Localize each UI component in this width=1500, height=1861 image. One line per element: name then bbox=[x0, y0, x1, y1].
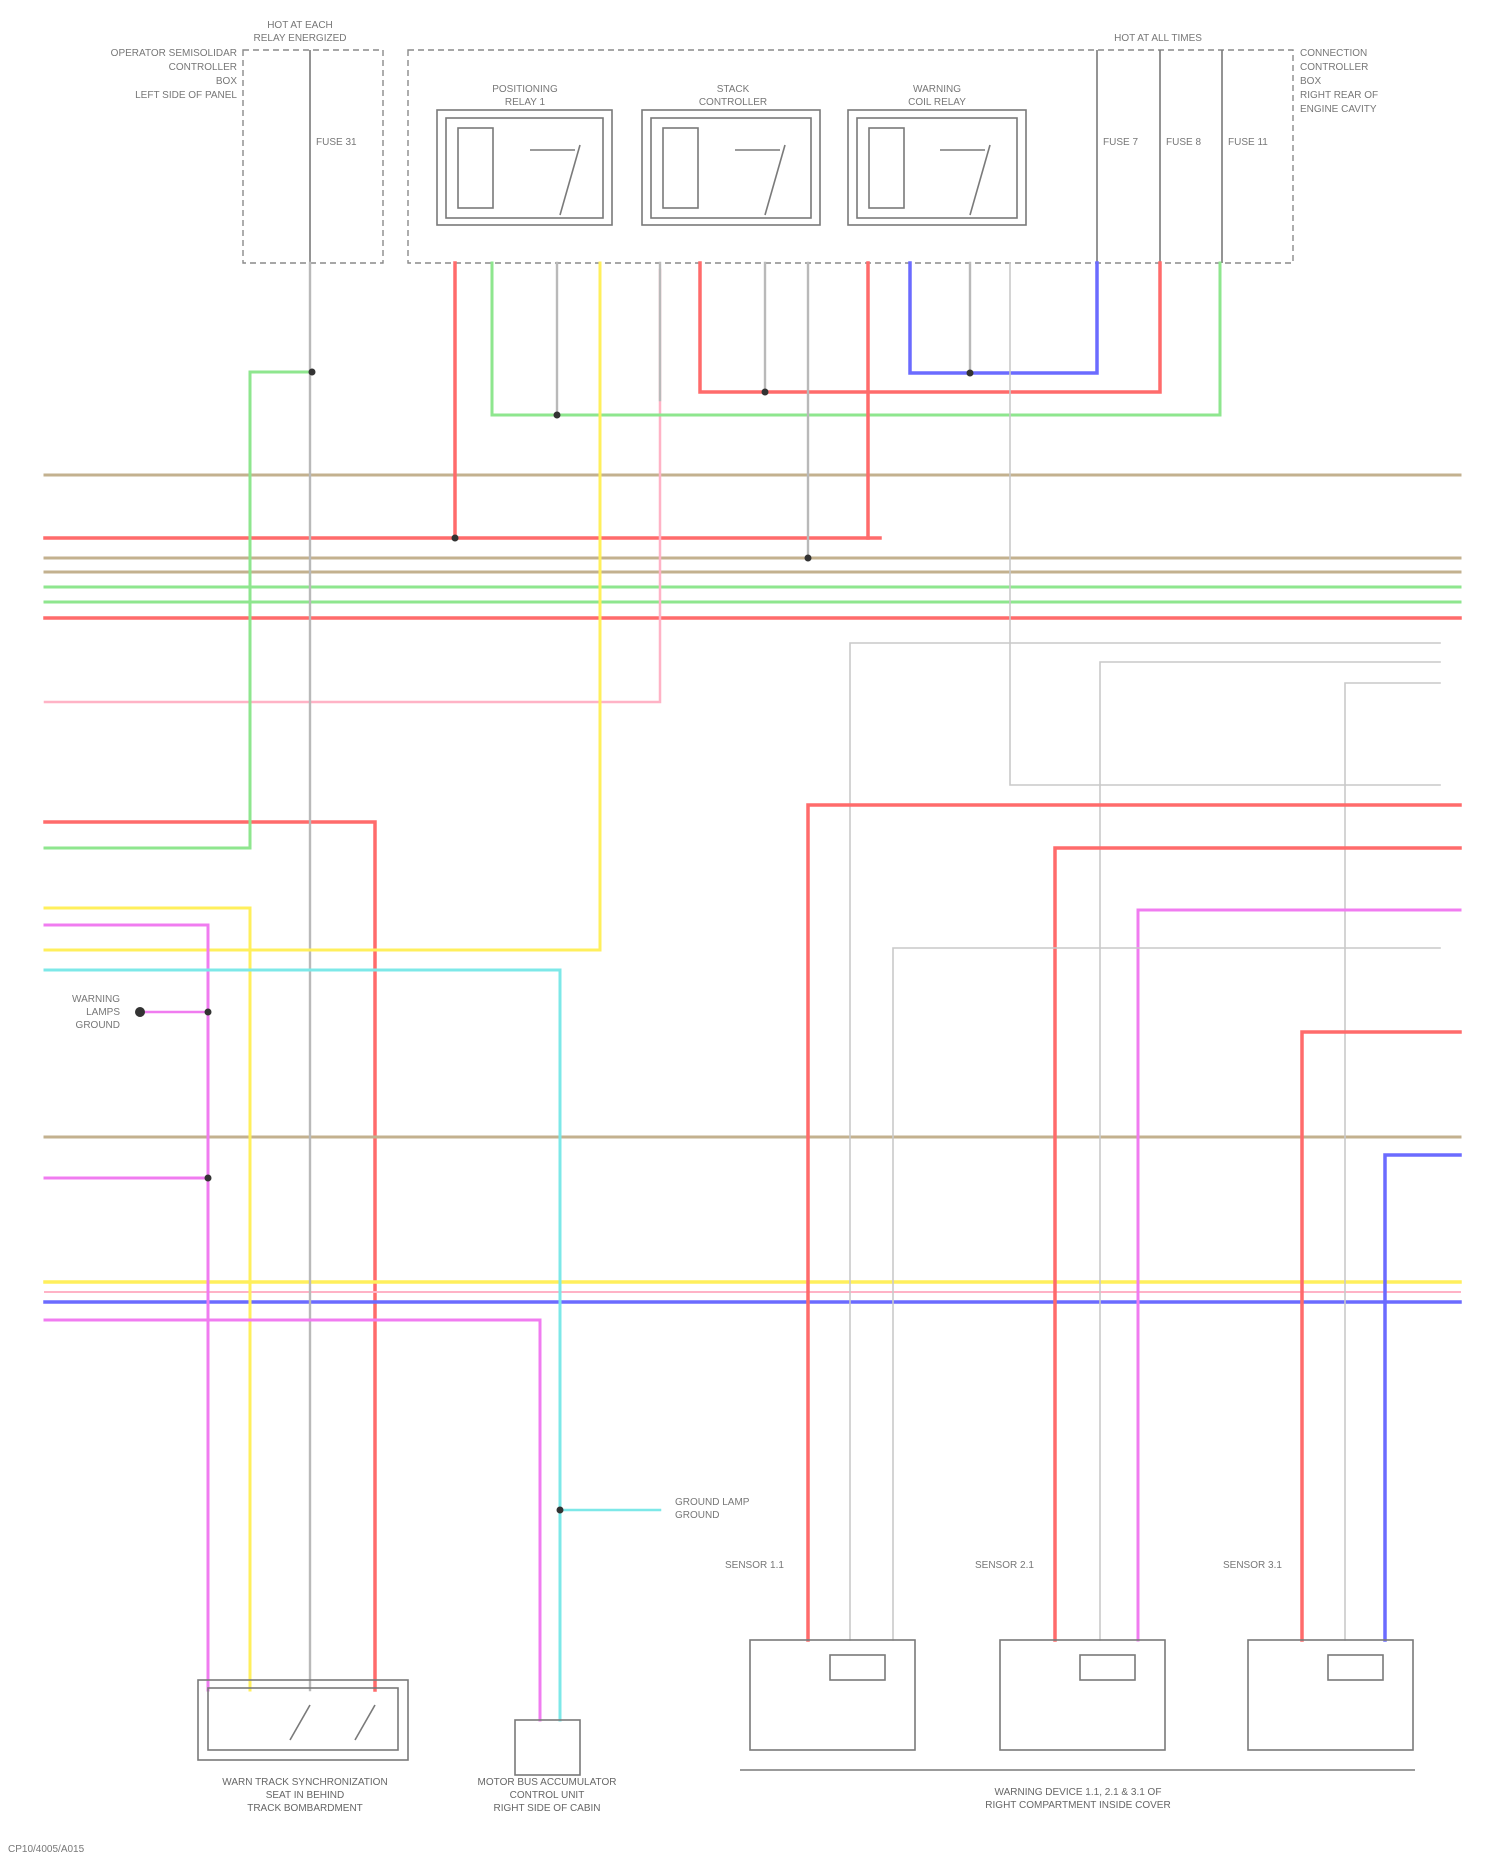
ground-labels: WARNING LAMPS GROUND GROUND LAMP GROUND bbox=[72, 994, 750, 1521]
fuse-label-1: FUSE 31 bbox=[316, 137, 357, 148]
left-module-label-1: OPERATOR SEMISOLIDAR bbox=[111, 48, 237, 59]
relay-1-label-1: POSITIONING bbox=[492, 84, 558, 95]
left-module-label-4: LEFT SIDE OF PANEL bbox=[135, 90, 237, 101]
fuse-block-right-label: HOT AT ALL TIMES bbox=[1114, 33, 1202, 44]
right-feeds bbox=[808, 643, 1460, 1640]
switch-label-2: SEAT IN BEHIND bbox=[266, 1790, 345, 1801]
right-module-label-1: CONNECTION bbox=[1300, 48, 1367, 59]
relay-2-label-1: STACK bbox=[717, 84, 750, 95]
bus-lines bbox=[45, 270, 1460, 1690]
left-module-label-2: CONTROLLER bbox=[169, 62, 237, 73]
right-module-label-2: CONTROLLER bbox=[1300, 62, 1368, 73]
left-controller-box: OPERATOR SEMISOLIDAR CONTROLLER BOX LEFT… bbox=[111, 20, 383, 263]
switch-assembly: WARN TRACK SYNCHRONIZATION SEAT IN BEHIN… bbox=[198, 1680, 408, 1814]
controller-unit: MOTOR BUS ACCUMULATOR CONTROL UNIT RIGHT… bbox=[478, 1720, 617, 1814]
ground-right-label-1: GROUND LAMP bbox=[675, 1497, 750, 1508]
ground-left-label-3: GROUND bbox=[76, 1020, 120, 1031]
right-module-label-4: RIGHT REAR OF bbox=[1300, 90, 1378, 101]
group-label-1: WARNING DEVICE 1.1, 2.1 & 3.1 OF bbox=[995, 1787, 1162, 1798]
sensor-label-1: SENSOR 1.1 bbox=[725, 1560, 784, 1571]
controller-label-3: RIGHT SIDE OF CABIN bbox=[493, 1803, 600, 1814]
switch-label-3: TRACK BOMBARDMENT bbox=[247, 1803, 363, 1814]
fuse-block-left-label-1: HOT AT EACH bbox=[267, 20, 333, 31]
sensor-label-3: SENSOR 3.1 bbox=[1223, 1560, 1282, 1571]
fuse-label-4: FUSE 11 bbox=[1228, 137, 1268, 148]
fuse-block-left-label-2: RELAY ENERGIZED bbox=[254, 33, 347, 44]
relay-3-label-1: WARNING bbox=[913, 84, 961, 95]
relay-box: HOT AT ALL TIMES CONNECTION CONTROLLER B… bbox=[408, 33, 1378, 263]
ground-left-label-2: LAMPS bbox=[86, 1007, 120, 1018]
left-feeds bbox=[45, 908, 660, 1720]
controller-label-1: MOTOR BUS ACCUMULATOR bbox=[478, 1777, 617, 1788]
controller-label-2: CONTROL UNIT bbox=[510, 1790, 585, 1801]
footer-code: CP10/4005/A015 bbox=[8, 1844, 85, 1855]
ground-right-label-2: GROUND bbox=[675, 1510, 719, 1521]
relay-3-label-2: COIL RELAY bbox=[908, 97, 966, 108]
sensor-modules: SENSOR 1.1 SENSOR 2.1 SENSOR 3.1 WARNING… bbox=[725, 1560, 1415, 1811]
right-module-label-3: BOX bbox=[1300, 76, 1321, 87]
fuse-label-2: FUSE 7 bbox=[1103, 137, 1138, 148]
group-label-2: RIGHT COMPARTMENT INSIDE COVER bbox=[985, 1800, 1170, 1811]
relay-1-label-2: RELAY 1 bbox=[505, 97, 546, 108]
left-module-label-3: BOX bbox=[216, 76, 237, 87]
junction-dots bbox=[135, 369, 974, 1514]
right-module-label-5: ENGINE CAVITY bbox=[1300, 104, 1377, 115]
ground-left-label-1: WARNING bbox=[72, 994, 120, 1005]
relay-2-label-2: CONTROLLER bbox=[699, 97, 767, 108]
sensor-label-2: SENSOR 2.1 bbox=[975, 1560, 1034, 1571]
fuse-label-3: FUSE 8 bbox=[1166, 137, 1201, 148]
relay-wires bbox=[45, 263, 1440, 1690]
switch-label-1: WARN TRACK SYNCHRONIZATION bbox=[222, 1777, 387, 1788]
